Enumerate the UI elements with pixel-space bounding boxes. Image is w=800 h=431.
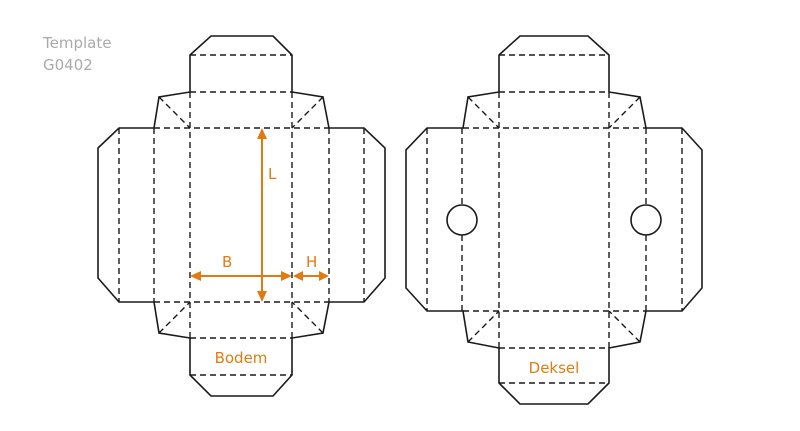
height-label: H — [306, 253, 317, 271]
finger-hole-right — [630, 204, 662, 236]
template-label: Template — [43, 34, 112, 52]
template-title: Template G0402 — [43, 32, 111, 76]
template-code: G0402 — [43, 56, 93, 74]
lid-box-template: Deksel — [405, 35, 703, 405]
lid-box-label: Deksel — [529, 359, 580, 377]
finger-hole-left — [446, 204, 478, 236]
bottom-box-template: L B H Bodem — [97, 35, 386, 397]
lid-fold-lines — [426, 54, 683, 384]
bottom-box-label: Bodem — [215, 349, 268, 367]
lid-cut-outline — [405, 35, 703, 405]
dimension-arrows — [190, 128, 329, 302]
bottom-cut-outline — [97, 35, 386, 397]
width-label: B — [222, 253, 232, 271]
length-label: L — [268, 165, 277, 183]
bottom-fold-lines — [118, 54, 365, 376]
